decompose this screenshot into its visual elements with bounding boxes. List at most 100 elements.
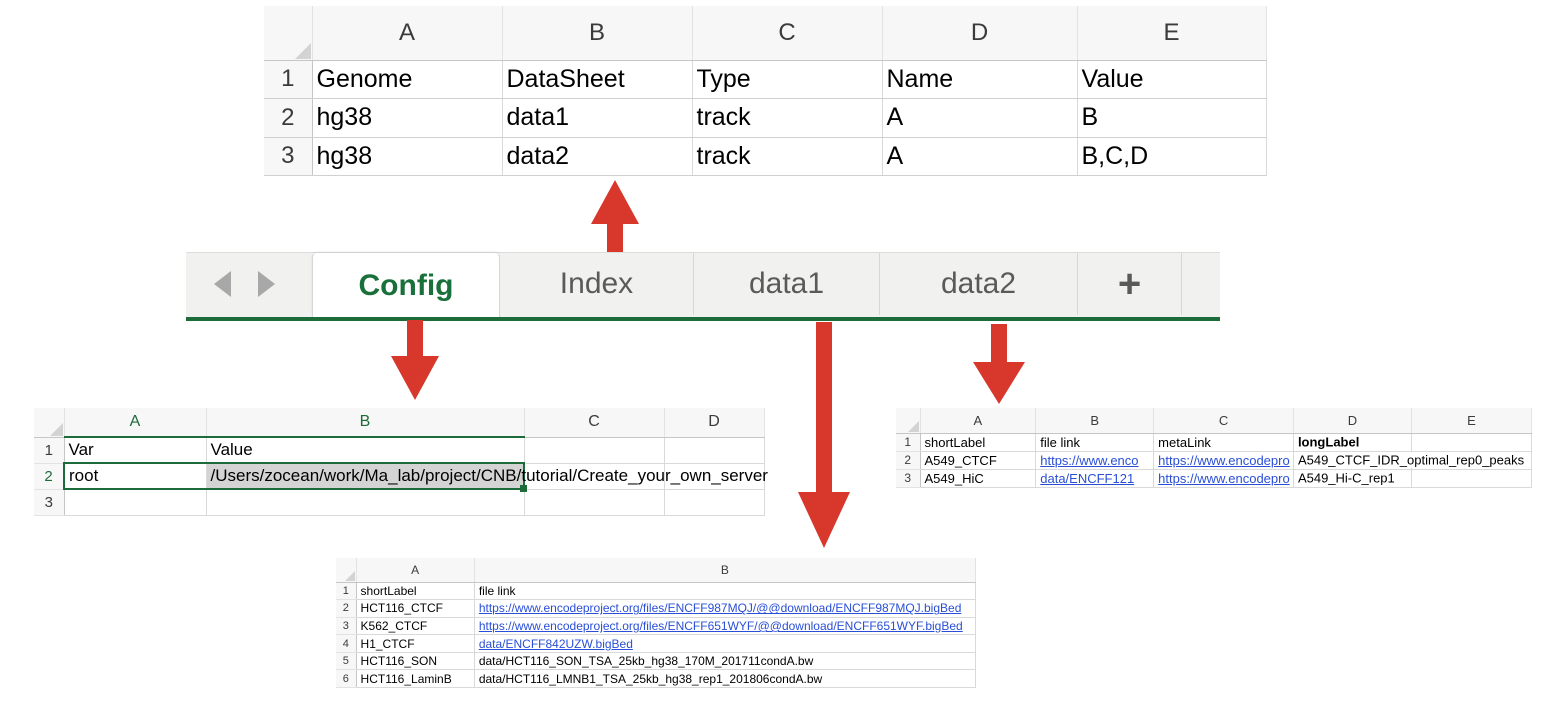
cell-b1[interactable]: Value <box>206 437 525 464</box>
data1-sheet-grid[interactable]: A B 1 shortLabel file link 2 HCT116_CTCF… <box>336 558 977 688</box>
row-header-4[interactable]: 4 <box>336 634 357 653</box>
row-header-1[interactable]: 1 <box>34 437 65 464</box>
select-all-corner[interactable] <box>264 6 313 61</box>
cell-d3[interactable]: A <box>882 137 1078 176</box>
cell-a2[interactable]: A549_CTCF <box>920 451 1037 470</box>
column-header-b[interactable]: B <box>206 408 525 439</box>
cell-a3[interactable]: K562_CTCF <box>356 617 475 636</box>
cell-c3[interactable]: track <box>692 137 883 176</box>
cell-b3[interactable]: https://www.encodeproject.org/files/ENCF… <box>474 617 977 636</box>
cell-b1[interactable]: file link <box>474 582 977 601</box>
column-header-b[interactable]: B <box>502 6 693 61</box>
tab-data1[interactable]: data1 <box>694 253 880 315</box>
cell-b2[interactable]: /Users/zocean/work/Ma_lab/project/CNB/tu… <box>206 462 768 493</box>
row-header-2[interactable]: 2 <box>336 599 357 618</box>
cell-b2[interactable]: data1 <box>502 98 693 138</box>
selection-handle[interactable] <box>520 485 527 493</box>
column-header-b[interactable]: B <box>474 558 977 583</box>
cell-b2[interactable]: https://www.encodeproject.org/files/ENCF… <box>474 599 977 618</box>
cell-a2[interactable]: hg38 <box>312 98 503 138</box>
config-sheet-grid[interactable]: A B C D 1 Var Value 2 root /Users/zocean… <box>34 408 768 517</box>
cell-e1[interactable]: Value <box>1077 60 1267 100</box>
tab-config[interactable]: Config <box>312 253 500 317</box>
index-sheet-grid[interactable]: A B C D E 1 Genome DataSheet Type Name V… <box>264 6 1267 176</box>
cell-a1[interactable]: Var <box>64 437 207 464</box>
row-header-3[interactable]: 3 <box>896 469 921 489</box>
cell-b3[interactable]: data2 <box>502 137 693 176</box>
column-header-e[interactable]: E <box>1077 6 1267 61</box>
cell-c1[interactable]: Type <box>692 60 883 100</box>
cell-a1[interactable]: shortLabel <box>356 582 475 601</box>
column-header-a[interactable]: A <box>920 408 1037 434</box>
cell-e3[interactable] <box>1411 469 1533 489</box>
row-header-3[interactable]: 3 <box>336 617 357 636</box>
row-header-3[interactable]: 3 <box>264 137 313 176</box>
select-all-corner[interactable] <box>336 558 357 583</box>
cell-c3[interactable]: https://www.encodepro <box>1153 469 1294 489</box>
column-header-a[interactable]: A <box>356 558 475 583</box>
column-header-d[interactable]: D <box>882 6 1078 61</box>
cell-a2[interactable]: root <box>63 462 207 491</box>
cell-b1[interactable]: DataSheet <box>502 60 693 100</box>
row-header-1[interactable]: 1 <box>896 433 921 452</box>
column-header-e[interactable]: E <box>1411 408 1533 434</box>
column-header-c[interactable]: C <box>692 6 883 61</box>
cell-e2[interactable]: B <box>1077 98 1267 138</box>
cell-a2[interactable]: HCT116_CTCF <box>356 599 475 618</box>
cell-a3[interactable]: hg38 <box>312 137 503 176</box>
row-header-2[interactable]: 2 <box>896 451 921 470</box>
cell-a1[interactable]: Genome <box>312 60 503 100</box>
column-header-c[interactable]: C <box>1153 408 1294 434</box>
column-header-d[interactable]: D <box>664 408 765 438</box>
cell-b5[interactable]: data/HCT116_SON_TSA_25kb_hg38_170M_20171… <box>474 652 977 671</box>
row-header-3[interactable]: 3 <box>34 489 65 517</box>
cell-c1[interactable] <box>524 437 665 464</box>
cell-c2[interactable] <box>524 463 665 490</box>
row-header-2[interactable]: 2 <box>264 98 313 138</box>
cell-a3[interactable] <box>64 489 207 517</box>
cell-d2[interactable]: A <box>882 98 1078 138</box>
tab-index[interactable]: Index <box>500 253 694 315</box>
tab-data2[interactable]: data2 <box>880 253 1078 315</box>
cell-a6[interactable]: HCT116_LaminB <box>356 669 475 688</box>
select-all-corner[interactable] <box>896 408 921 434</box>
cell-b6[interactable]: data/HCT116_LMNB1_TSA_25kb_hg38_rep1_201… <box>474 669 977 688</box>
data2-sheet-grid[interactable]: A B C D E 1 shortLabel file link metaLin… <box>896 408 1533 489</box>
row-header-1[interactable]: 1 <box>264 60 313 100</box>
cell-d3[interactable] <box>664 489 765 517</box>
cell-e1[interactable] <box>1411 433 1533 452</box>
cell-c1[interactable]: metaLink <box>1153 433 1294 452</box>
row-header-6[interactable]: 6 <box>336 669 357 688</box>
row-header-2[interactable]: 2 <box>34 463 65 490</box>
cell-a1[interactable]: shortLabel <box>920 433 1037 452</box>
column-header-b[interactable]: B <box>1035 408 1155 434</box>
select-all-corner[interactable] <box>34 408 65 438</box>
cell-d1[interactable]: longLabel <box>1293 433 1412 452</box>
cell-b4[interactable]: data/ENCFF842UZW.bigBed <box>474 634 977 653</box>
cell-b3[interactable] <box>206 489 525 517</box>
cell-b3[interactable]: data/ENCFF121 <box>1035 469 1155 489</box>
cell-c3[interactable] <box>524 489 665 517</box>
column-header-d[interactable]: D <box>1293 408 1412 434</box>
cell-a5[interactable]: HCT116_SON <box>356 652 475 671</box>
cell-c2[interactable]: https://www.encodepro <box>1153 451 1294 470</box>
row-header-5[interactable]: 5 <box>336 652 357 671</box>
cell-d2[interactable] <box>664 463 765 490</box>
cell-d3[interactable]: A549_Hi-C_rep1 <box>1293 469 1412 489</box>
row-header-1[interactable]: 1 <box>336 582 357 601</box>
cell-a4[interactable]: H1_CTCF <box>356 634 475 653</box>
previous-sheet-icon[interactable] <box>213 271 231 297</box>
next-sheet-icon[interactable] <box>257 271 275 297</box>
add-sheet-button[interactable]: + <box>1078 253 1182 315</box>
cell-e3[interactable]: B,C,D <box>1077 137 1267 176</box>
cell-b1[interactable]: file link <box>1035 433 1155 452</box>
column-header-a[interactable]: A <box>64 408 207 439</box>
cell-d1[interactable] <box>664 437 765 464</box>
cell-c2[interactable]: track <box>692 98 883 138</box>
cell-b2[interactable]: https://www.enco <box>1035 451 1155 470</box>
cell-a3[interactable]: A549_HiC <box>920 469 1037 489</box>
cell-d1[interactable]: Name <box>882 60 1078 100</box>
column-header-c[interactable]: C <box>524 408 665 438</box>
cell-d2[interactable]: A549_CTCF_IDR_optimal_rep0_peaks <box>1293 451 1527 470</box>
column-header-a[interactable]: A <box>312 6 503 61</box>
